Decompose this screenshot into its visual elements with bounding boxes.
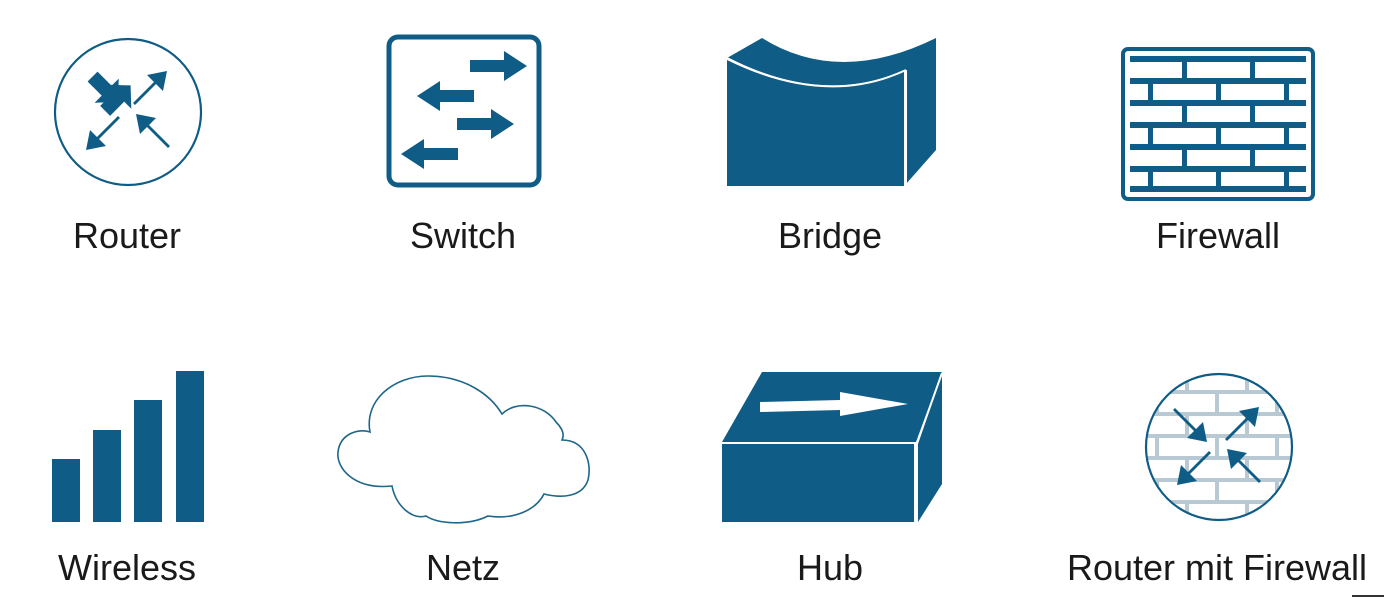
hub-label: Hub (796, 547, 864, 588)
bridge-label: Bridge (777, 215, 883, 256)
netz-label: Netz (425, 547, 501, 588)
firewall-label: Firewall (1155, 215, 1281, 256)
router-label: Router (72, 215, 182, 256)
firewall-icon (1121, 47, 1315, 201)
bridge-icon (726, 38, 936, 186)
wireless-icon (52, 371, 204, 522)
router-firewall-icon (1144, 372, 1294, 522)
router-icon (53, 37, 203, 187)
switch-icon (386, 34, 542, 188)
wireless-label: Wireless (57, 547, 197, 588)
corner-divider (1352, 595, 1384, 597)
cloud-icon (337, 375, 590, 524)
hub-icon (722, 372, 943, 522)
router-firewall-label: Router mit Firewall (1066, 547, 1368, 588)
switch-label: Switch (409, 215, 517, 256)
